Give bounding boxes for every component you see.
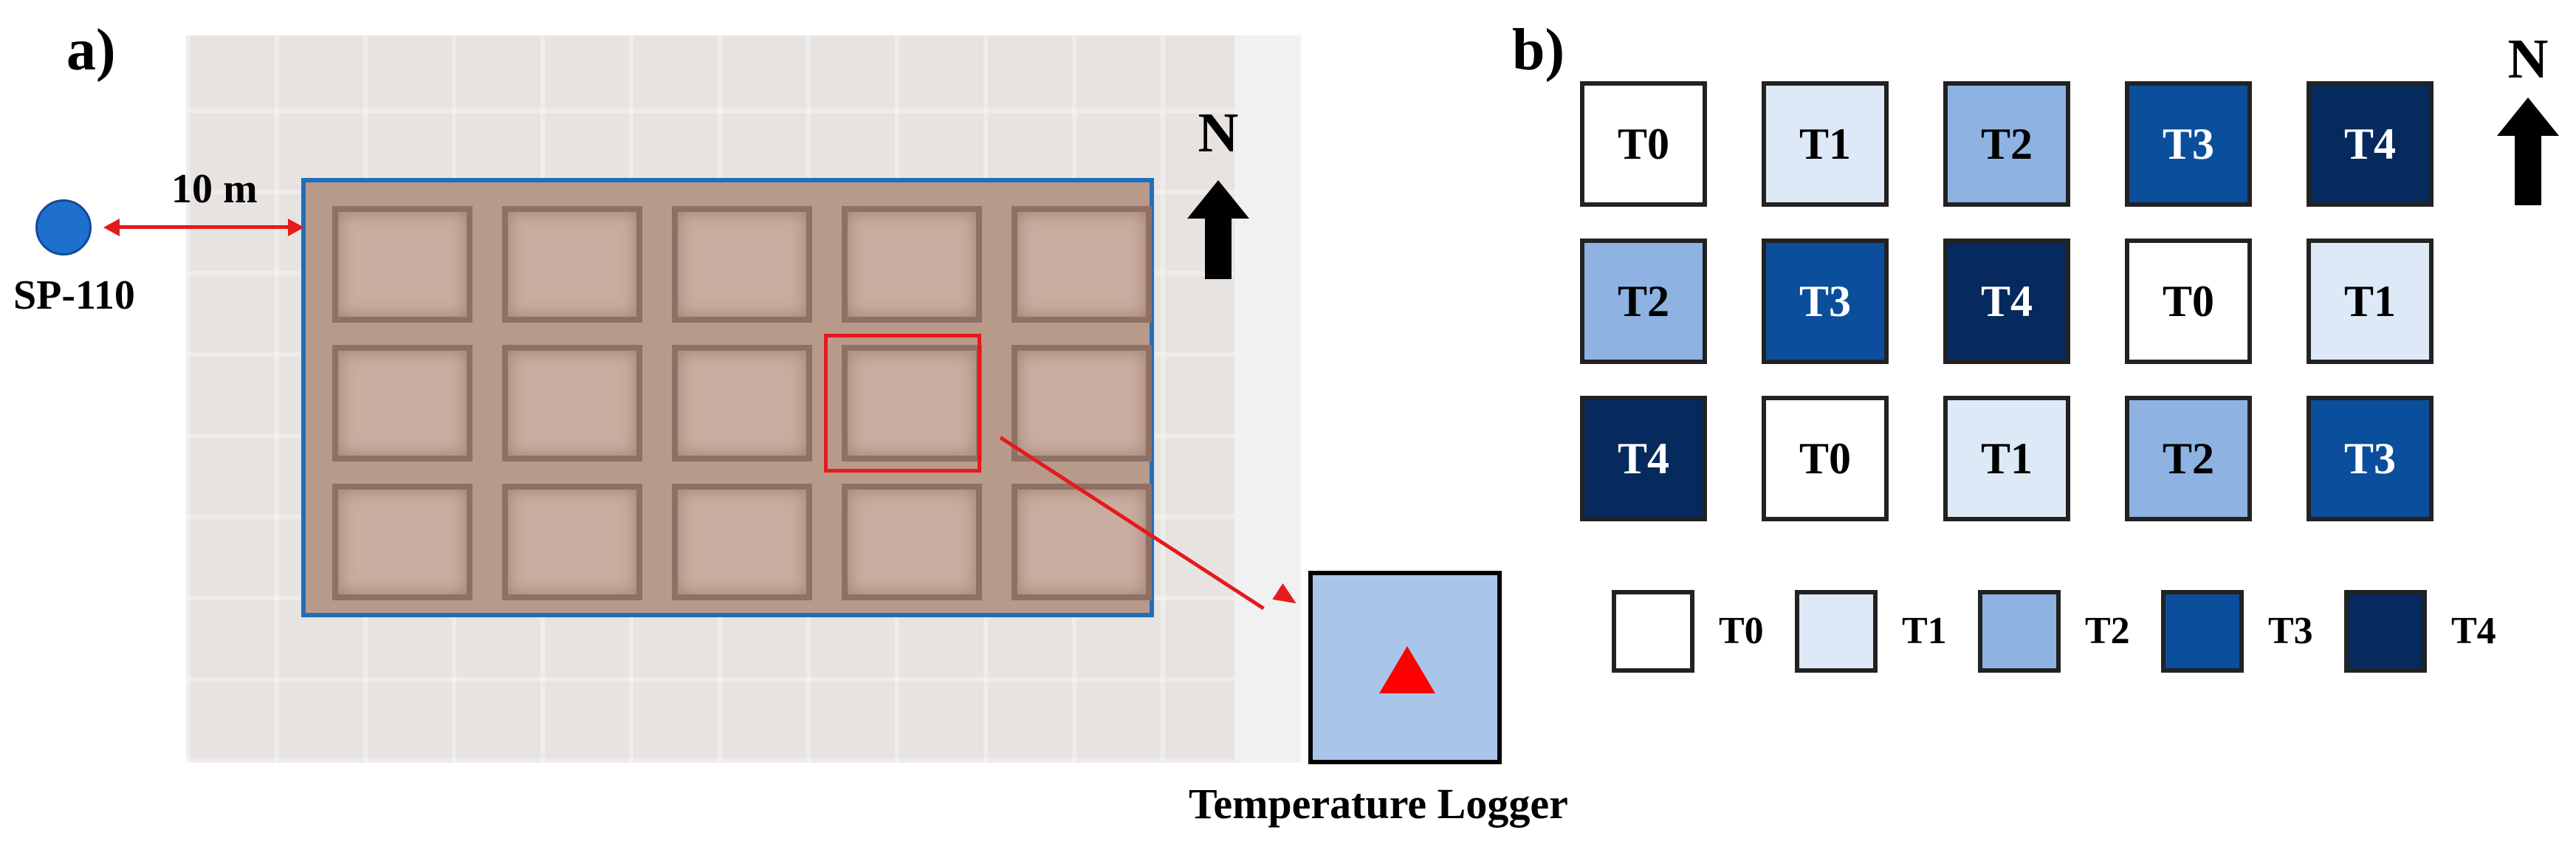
- treatment-cell: T2: [1943, 81, 2070, 207]
- north-arrow-shaft-a: [1205, 217, 1232, 279]
- field-plot: [1011, 345, 1152, 462]
- treatment-cell: T3: [2307, 396, 2434, 521]
- aerial-photo-edge: [1234, 35, 1301, 763]
- field-plot: [332, 345, 473, 462]
- weather-station-icon: [35, 199, 92, 255]
- legend-swatch: [2161, 590, 2244, 673]
- field-plot: [502, 206, 642, 323]
- north-label-a: N: [1198, 102, 1239, 164]
- treatment-cell: T4: [2307, 81, 2434, 207]
- field-plot: [332, 484, 473, 600]
- legend-swatch: [1978, 590, 2061, 673]
- legend-label: T1: [1902, 610, 1947, 652]
- treatment-cell: T1: [2307, 239, 2434, 364]
- legend-label: T2: [2085, 610, 2130, 652]
- temperature-logger-marker-icon: [1379, 646, 1435, 693]
- treatment-cell: T0: [2125, 239, 2252, 364]
- treatment-cell: T1: [1762, 81, 1889, 207]
- panel-b-label: b): [1512, 18, 1565, 83]
- legend-label: T3: [2268, 610, 2313, 652]
- treatment-cell: T1: [1943, 396, 2070, 521]
- distance-line: [111, 225, 292, 229]
- treatment-cell: T3: [2125, 81, 2252, 207]
- panel-a-label: a): [66, 18, 116, 83]
- field-plot: [1011, 206, 1152, 323]
- field-plot: [1011, 484, 1152, 600]
- field-plot: [502, 484, 642, 600]
- legend-label: T4: [2451, 610, 2496, 652]
- treatment-cell: T4: [1580, 396, 1707, 521]
- north-arrow-shaft-b: [2515, 134, 2541, 205]
- legend-swatch: [1612, 590, 1694, 673]
- north-label-b: N: [2507, 28, 2549, 90]
- treatment-cell: T2: [1580, 239, 1707, 364]
- legend-label: T0: [1719, 610, 1764, 652]
- north-arrowhead-a: [1187, 180, 1249, 219]
- field-plot: [332, 206, 473, 323]
- treatment-cell: T2: [2125, 396, 2252, 521]
- station-label: SP-110: [13, 272, 135, 318]
- field-plot: [502, 345, 642, 462]
- treatment-cell: T0: [1580, 81, 1707, 207]
- temperature-logger-label: Temperature Logger: [1189, 780, 1568, 828]
- treatment-cell: T0: [1762, 396, 1889, 521]
- field-plot: [842, 345, 982, 462]
- legend-swatch: [2344, 590, 2427, 673]
- treatment-cell: T3: [1762, 239, 1889, 364]
- legend-swatch: [1795, 590, 1878, 673]
- experimental-field: [301, 178, 1154, 617]
- field-plot: [672, 484, 812, 600]
- field-plot: [672, 345, 812, 462]
- distance-arrowhead-right: [288, 219, 304, 236]
- field-plot: [842, 206, 982, 323]
- distance-label: 10 m: [171, 166, 258, 212]
- highlighted-plot: [824, 334, 981, 473]
- field-plot: [842, 484, 982, 600]
- north-arrowhead-b: [2497, 97, 2559, 136]
- field-plot: [672, 206, 812, 323]
- distance-arrowhead-left: [103, 219, 120, 236]
- treatment-cell: T4: [1943, 239, 2070, 364]
